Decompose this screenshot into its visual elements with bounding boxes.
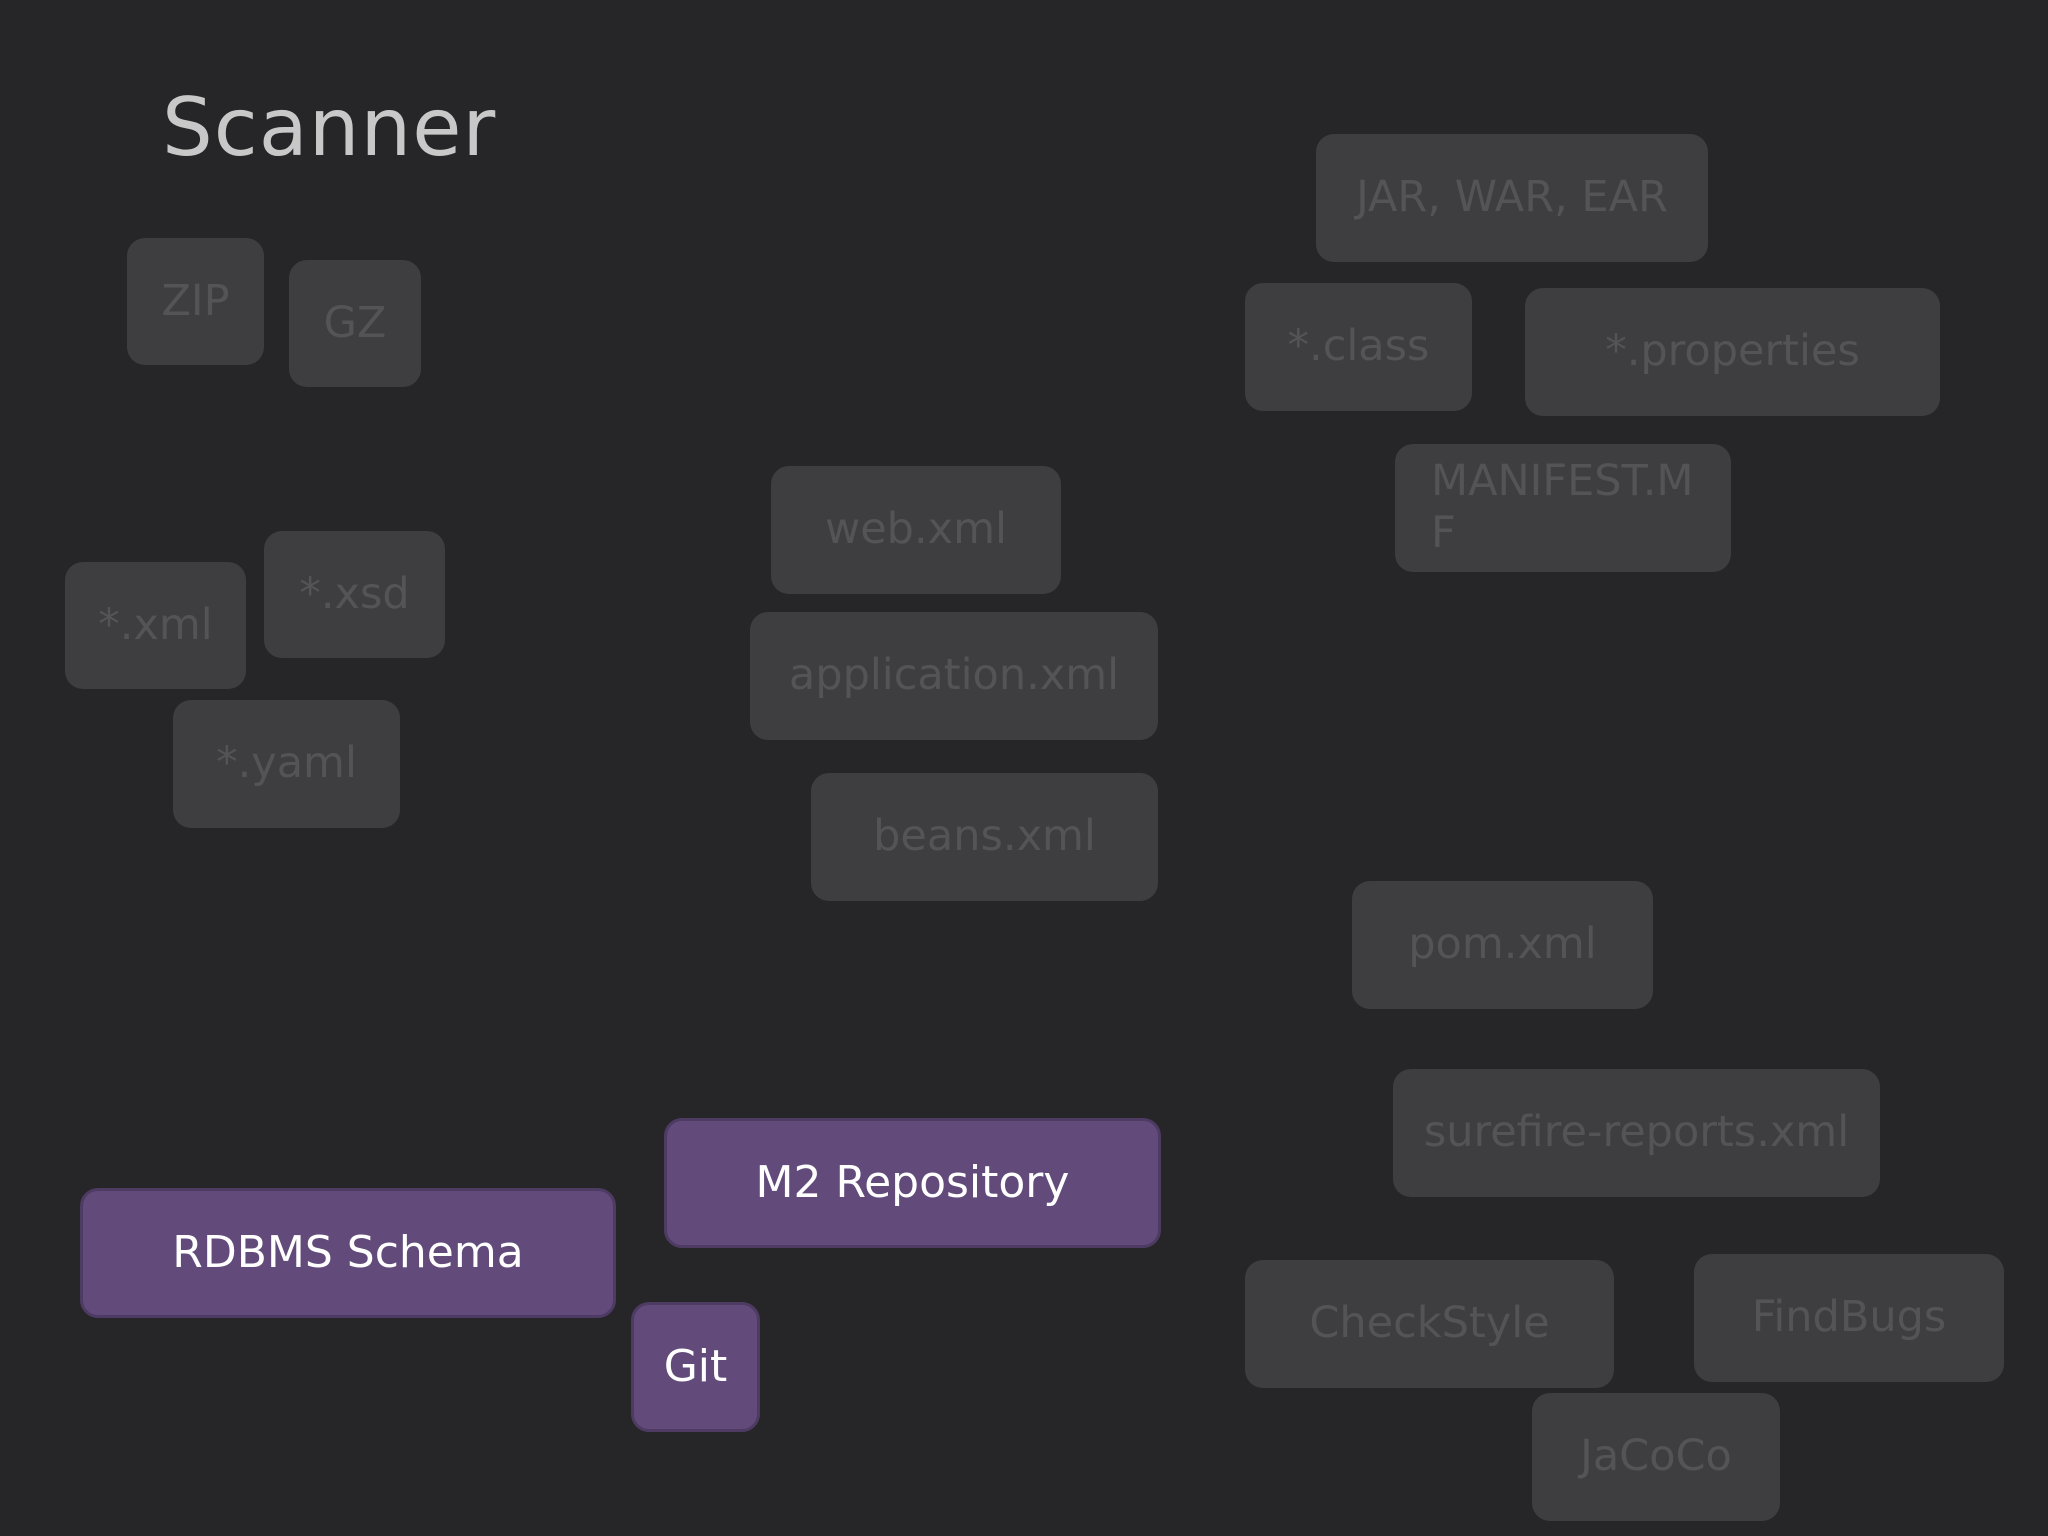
node-xsd: *.xsd (264, 531, 445, 658)
node-surefire-reports: surefire-reports.xml (1393, 1069, 1880, 1197)
node-yaml: *.yaml (173, 700, 400, 828)
node-beans-xml: beans.xml (811, 773, 1158, 901)
node-class: *.class (1245, 283, 1472, 411)
node-web-xml: web.xml (771, 466, 1061, 594)
node-m2-repository: M2 Repository (664, 1118, 1161, 1248)
node-manifest: MANIFEST.MF (1395, 444, 1731, 572)
node-pom-xml: pom.xml (1352, 881, 1653, 1009)
node-properties: *.properties (1525, 288, 1940, 416)
node-xml: *.xml (65, 562, 246, 689)
node-git: Git (631, 1302, 760, 1432)
node-checkstyle: CheckStyle (1245, 1260, 1614, 1388)
node-rdbms-schema: RDBMS Schema (80, 1188, 616, 1318)
node-zip: ZIP (127, 238, 264, 365)
node-jar-war-ear: JAR, WAR, EAR (1316, 134, 1708, 262)
node-application-xml: application.xml (750, 612, 1158, 740)
node-jacoco: JaCoCo (1532, 1393, 1780, 1521)
diagram-title: Scanner (162, 81, 497, 174)
node-gz: GZ (289, 260, 421, 387)
node-findbugs: FindBugs (1694, 1254, 2004, 1382)
